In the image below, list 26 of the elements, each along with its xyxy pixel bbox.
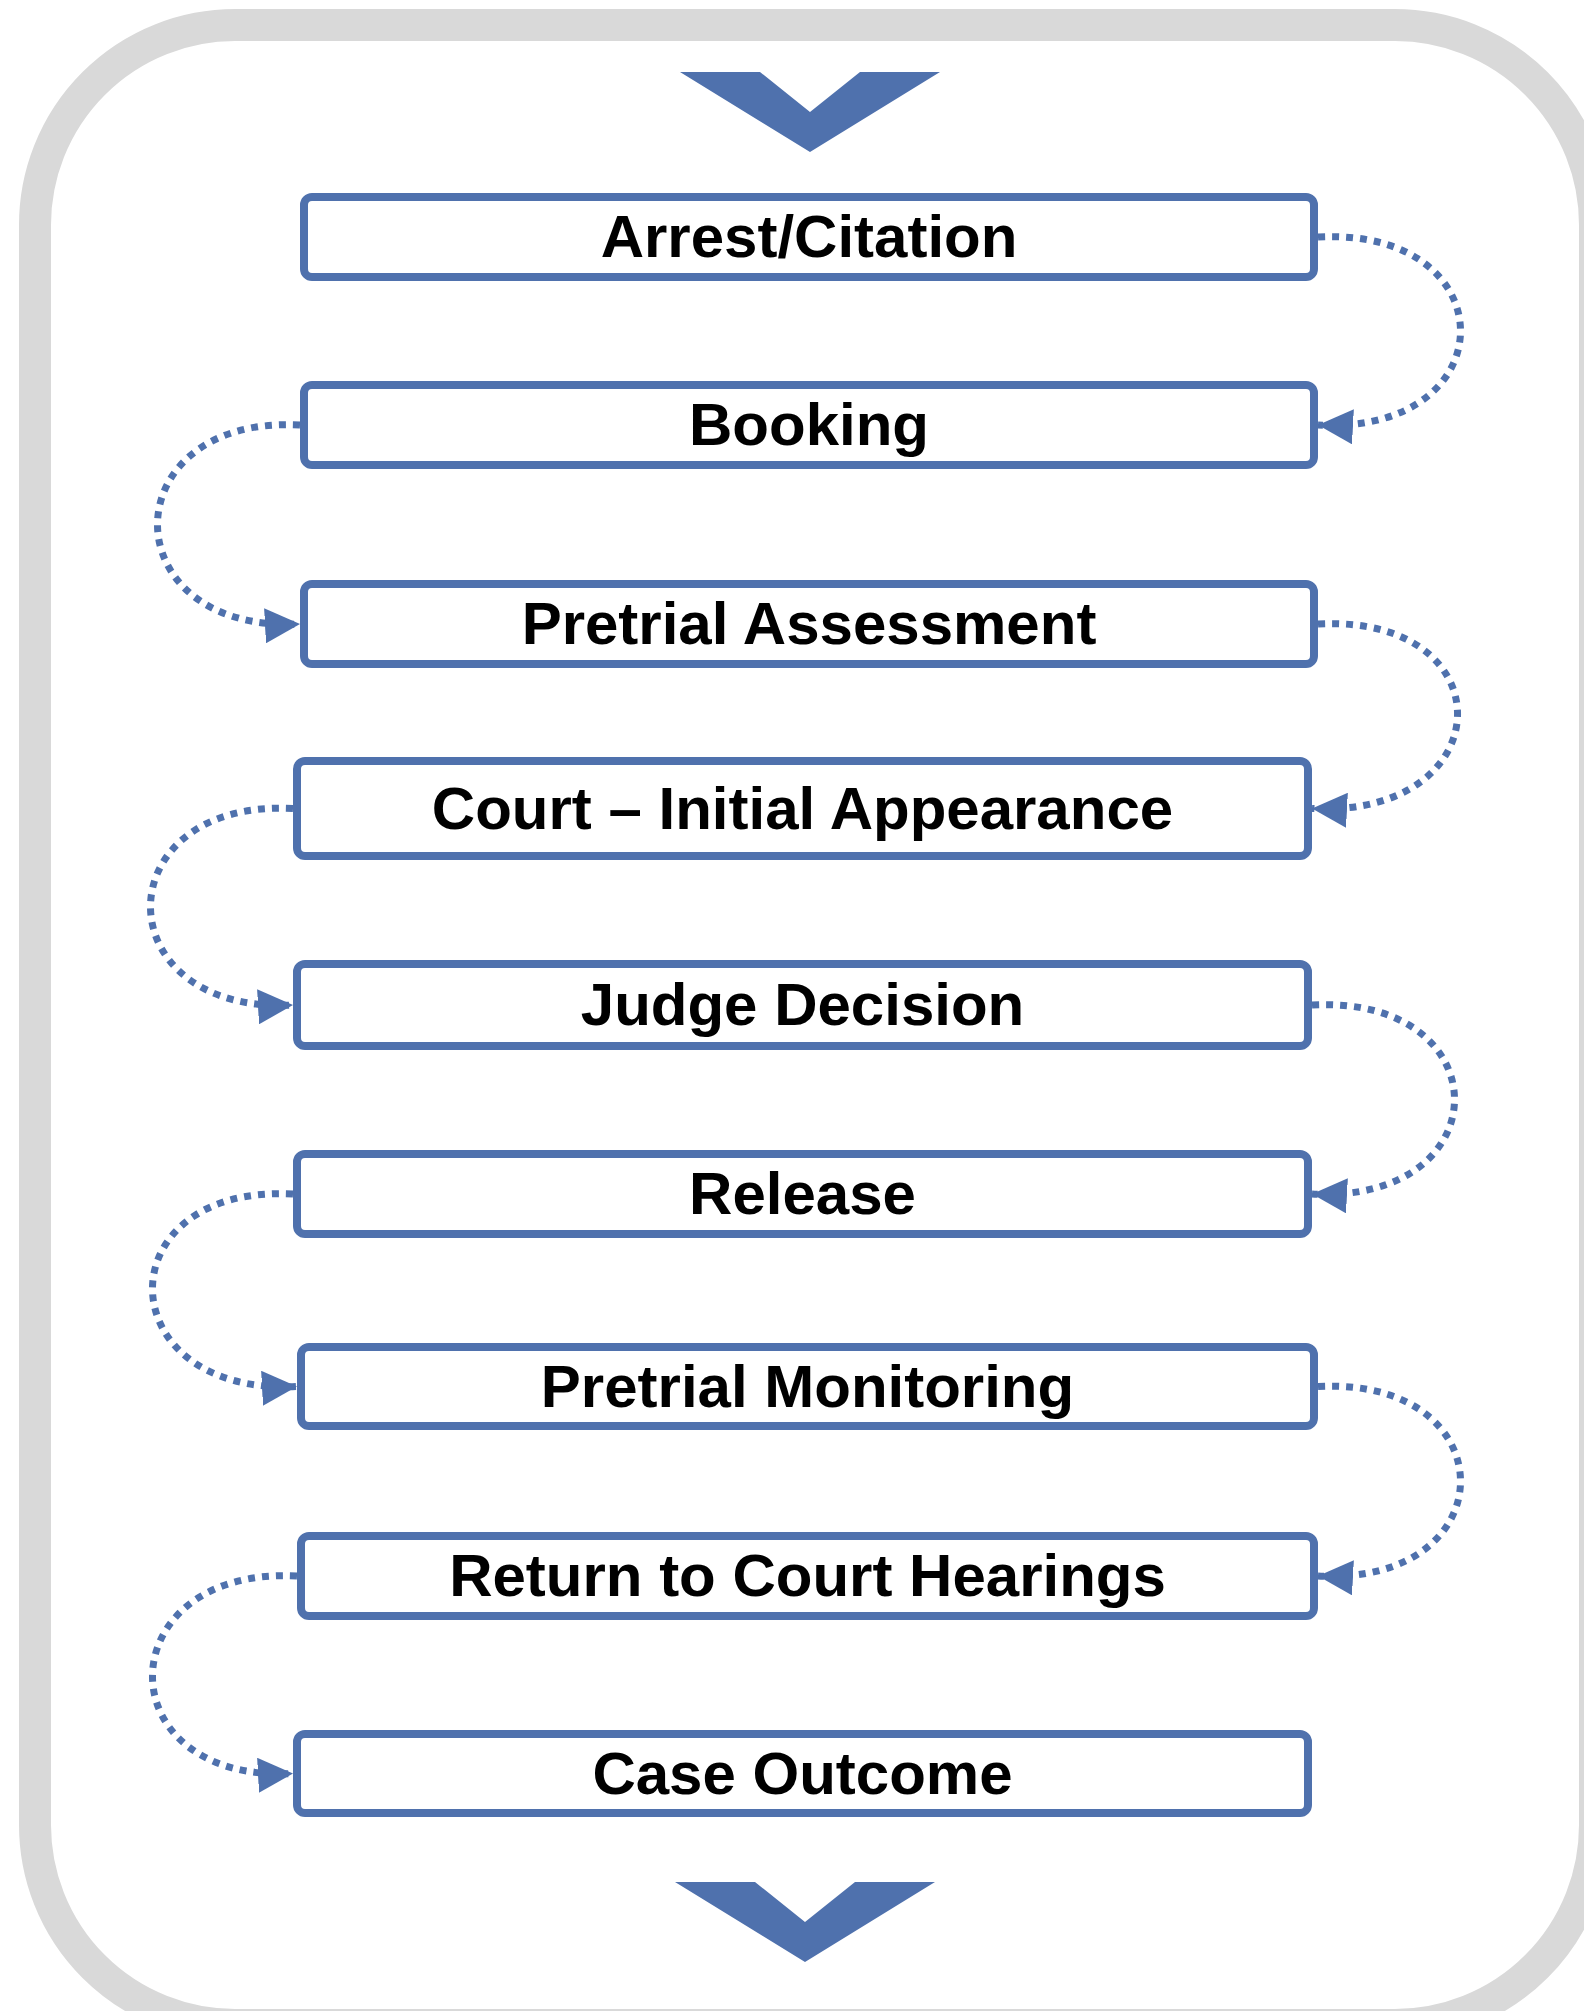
arrow: [147, 805, 294, 1021]
step-label: Pretrial Monitoring: [540, 1356, 1075, 1417]
arrow: [1311, 620, 1461, 825]
step-label: Pretrial Assessment: [521, 594, 1097, 654]
process-box: [300, 580, 1318, 668]
step-label: Case Outcome: [592, 1743, 1013, 1804]
process-box: [300, 193, 1318, 281]
process-box: [293, 1150, 1312, 1238]
step-label: Return to Court Hearings: [449, 1546, 1166, 1606]
process-box: [297, 1532, 1318, 1620]
step-label: Judge Decision: [580, 975, 1025, 1035]
process-box: [297, 1343, 1318, 1430]
process-box: [293, 960, 1312, 1050]
arrow: [1311, 1001, 1458, 1211]
process-box: [300, 381, 1318, 469]
step-label: Arrest/Citation: [600, 207, 1018, 267]
arrow: [149, 1572, 298, 1790]
step-label: Court – Initial Appearance: [431, 778, 1174, 839]
arrow: [1317, 233, 1464, 442]
step-label: Booking: [689, 395, 929, 455]
process-box: [293, 757, 1312, 860]
process-box: [293, 1730, 1312, 1817]
arrow: [149, 1190, 298, 1403]
step-label: Release: [689, 1164, 916, 1224]
arrow: [1317, 1383, 1464, 1592]
arrow: [154, 421, 301, 640]
